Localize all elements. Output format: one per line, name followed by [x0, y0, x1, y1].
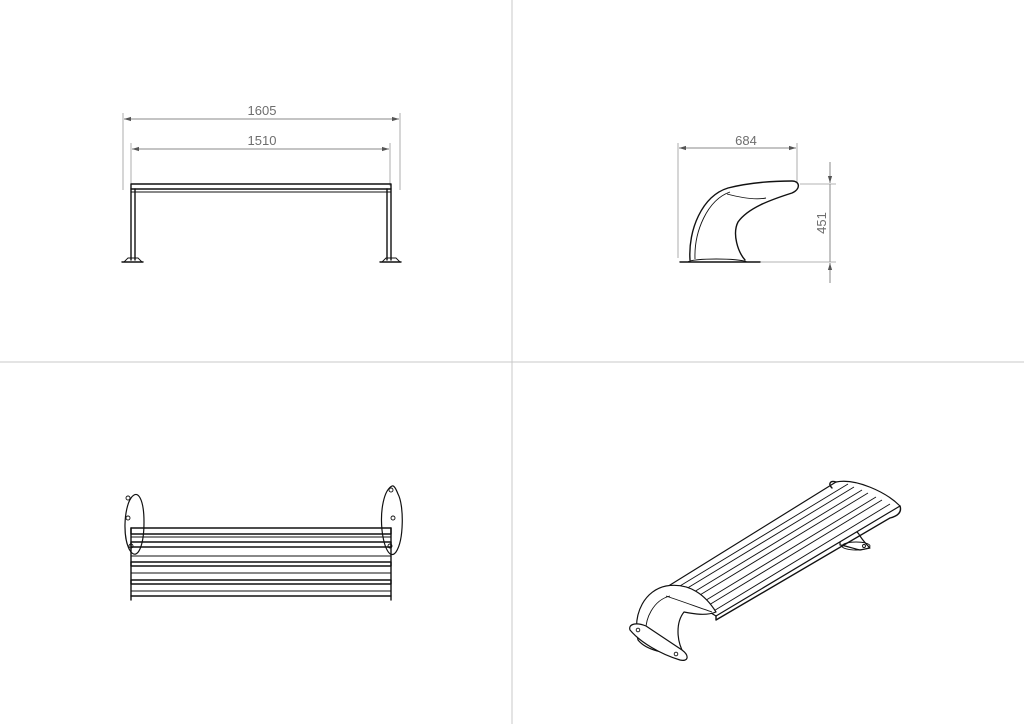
dim-depth-label: 684: [735, 133, 757, 148]
dim-overall-label: 1605: [248, 103, 277, 118]
isometric-view: [629, 480, 902, 661]
top-end-plate-left: [124, 493, 145, 555]
front-view: 1605 1510: [121, 103, 402, 263]
top-slat-4: [130, 579, 392, 585]
iso-base-plate-near: [629, 623, 688, 661]
top-view: [124, 485, 403, 601]
side-view: 684 451: [677, 133, 836, 283]
top-slat-1: [130, 527, 392, 535]
top-slat-3: [130, 561, 392, 567]
side-profile: [689, 180, 800, 261]
top-end-plate-right: [380, 485, 403, 556]
dim-inner-label: 1510: [248, 133, 277, 148]
front-seat-top: [130, 183, 392, 190]
top-slat-2: [130, 541, 392, 548]
dim-height-label: 451: [814, 212, 829, 234]
